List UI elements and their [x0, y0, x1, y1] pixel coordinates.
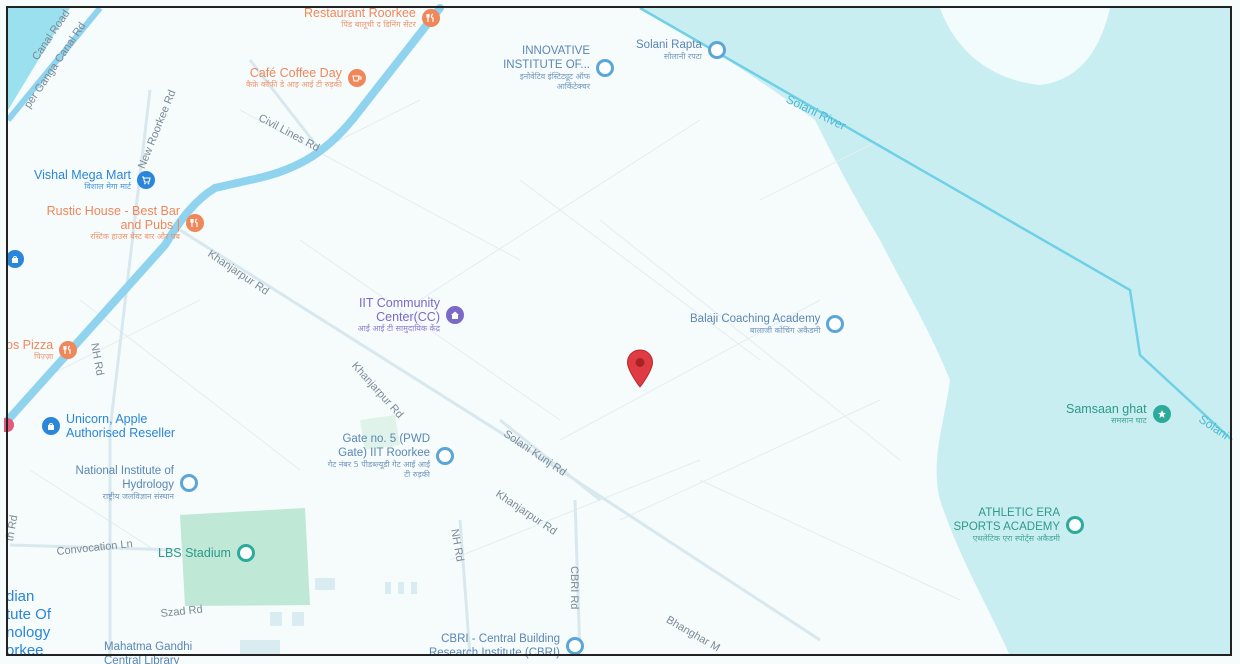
map-pin-icon[interactable] — [626, 349, 654, 389]
fork-knife-icon — [59, 341, 78, 359]
shopping-bag-icon — [42, 417, 60, 435]
poi-innovative-institute[interactable]: INNOVATIVE INSTITUTE OF... इनोवेटिव इंस्… — [486, 44, 614, 92]
poi-iit-community-center[interactable]: IIT Community Center(CC) आई आई टी सामुदा… — [340, 296, 464, 334]
poi-sub: राष्ट्रीय जलविज्ञान संस्थान — [102, 492, 174, 501]
poi-sub: गेट नंबर 5 पीडब्ल्यूडी गेट आई आई टी रुड़… — [327, 460, 430, 479]
coffee-cup-icon — [347, 69, 366, 87]
poi-sub: पिंड बालूची द डिनिंग सेंटर — [341, 20, 416, 29]
school-icon — [826, 315, 845, 333]
poi-lbs-stadium[interactable]: LBS Stadium — [158, 544, 255, 562]
poi-rustic-house[interactable]: Rustic House - Best Bar and Pubs | रस्टि… — [38, 204, 204, 242]
canal-road — [5, 6, 103, 122]
poi-sub: आई आई टी सामुदायिक केंद्र — [357, 324, 440, 333]
poi-iit-roorkee-label[interactable]: dian tute Of nology orkee — [6, 588, 52, 659]
poi-edge-dot[interactable] — [4, 418, 14, 432]
poi-name: Restaurant Roorkee — [304, 6, 416, 20]
poi-name: ATHLETIC ERA SPORTS ACADEMY — [953, 507, 1060, 533]
water-light-patch — [940, 8, 1110, 85]
poi-samsaan-ghat[interactable]: Samsaan ghat समसान घाट — [1066, 402, 1171, 426]
poi-unicorn-apple[interactable]: Unicorn, Apple Authorised Reseller — [42, 412, 196, 440]
poi-name: INNOVATIVE INSTITUTE OF... — [503, 45, 590, 71]
minor-roads — [29, 99, 961, 601]
canal-water — [8, 8, 70, 110]
poi-sub: पिज़्ज़ा — [34, 352, 54, 361]
road-label-cbri: CBRI Rd — [568, 566, 580, 610]
stadium-icon — [236, 544, 255, 562]
poi-sub: एथलेटिक एरा स्पोर्ट्स अकैडमी — [972, 534, 1060, 543]
poi-gate-5[interactable]: Gate no. 5 (PWD Gate) IIT Roorkee गेट नं… — [320, 432, 454, 480]
poi-name: CBRI - Central Building Research Institu… — [428, 633, 560, 659]
park-small — [360, 415, 400, 450]
poi-name: IIT Community Center(CC) — [358, 296, 440, 324]
poi-cbri[interactable]: CBRI - Central Building Research Institu… — [396, 632, 584, 660]
poi-name: Gate no. 5 (PWD Gate) IIT Roorkee — [338, 433, 430, 459]
poi-sub: बालाजी कोचिंग अकैडमी — [749, 326, 821, 335]
poi-name: Vishal Mega Mart — [34, 168, 132, 182]
poi-sub: कैफ़े कॉफी डे आइ आई टी रुड़की — [246, 80, 342, 89]
poi-sub: इनोवेटिव इंस्टिट्यूट ऑफ आर्किटेक्चर — [519, 72, 590, 91]
water-area — [640, 8, 1232, 656]
main-highway — [4, 4, 444, 424]
secondary-roads — [9, 59, 821, 657]
poi-restaurant-roorkee[interactable]: Restaurant Roorkee पिंड बालूची द डिनिंग … — [304, 6, 440, 30]
poi-pizza[interactable]: os Pizza पिज़्ज़ा — [6, 338, 78, 362]
poi-cafe-coffee-day[interactable]: Café Coffee Day कैफ़े कॉफी डे आइ आई टी र… — [246, 66, 366, 90]
poi-sub: रस्टिक हाउस बेस्ट बार और पब — [90, 232, 180, 241]
poi-name: Mahatma Gandhi Central Library — [104, 641, 193, 664]
poi-name: Unicorn, Apple Authorised Reseller — [66, 412, 176, 440]
building-blocks — [240, 578, 417, 654]
poi-name: Café Coffee Day — [249, 66, 342, 80]
poi-sub: समसान घाट — [1111, 416, 1147, 425]
poi-name: Samsaan ghat — [1066, 402, 1147, 416]
landmark-icon — [566, 637, 584, 655]
poi-left-shop[interactable] — [6, 250, 24, 268]
poi-name: os Pizza — [6, 338, 54, 352]
fork-knife-icon — [421, 9, 440, 27]
sports-icon — [1066, 516, 1084, 534]
poi-athletic-era[interactable]: ATHLETIC ERA SPORTS ACADEMY एथलेटिक एरा … — [940, 506, 1084, 544]
poi-name: LBS Stadium — [158, 546, 231, 560]
fork-knife-icon — [186, 214, 204, 232]
river-line — [639, 6, 1233, 441]
school-icon — [596, 59, 614, 77]
poi-name: National Institute of Hydrology — [75, 465, 174, 491]
poi-name: Rustic House - Best Bar and Pubs | — [46, 204, 180, 232]
poi-mahatma-gandhi-library[interactable]: Mahatma Gandhi Central Library — [104, 640, 224, 664]
shopping-cart-icon — [137, 171, 156, 189]
poi-national-institute-hydrology[interactable]: National Institute of Hydrology राष्ट्री… — [62, 464, 198, 502]
poi-balaji-coaching[interactable]: Balaji Coaching Academy बालाजी कोचिंग अक… — [690, 312, 845, 336]
poi-vishal-mega-mart[interactable]: Vishal Mega Mart विशाल मेगा मार्ट — [34, 168, 156, 192]
poi-sub: सोलानी रपटा — [663, 52, 702, 61]
landmark-icon — [180, 474, 198, 492]
community-center-icon — [446, 306, 464, 324]
poi-sub: विशाल मेगा मार्ट — [84, 182, 132, 191]
poi-name: Balaji Coaching Academy — [690, 313, 821, 325]
landmark-icon — [436, 447, 454, 465]
poi-name: Solani Rapta — [636, 39, 702, 51]
temple-icon — [1152, 405, 1171, 423]
landmark-icon — [707, 41, 726, 59]
shopping-bag-icon — [6, 250, 24, 268]
poi-solani-rapta[interactable]: Solani Rapta सोलानी रपटा — [636, 38, 726, 62]
